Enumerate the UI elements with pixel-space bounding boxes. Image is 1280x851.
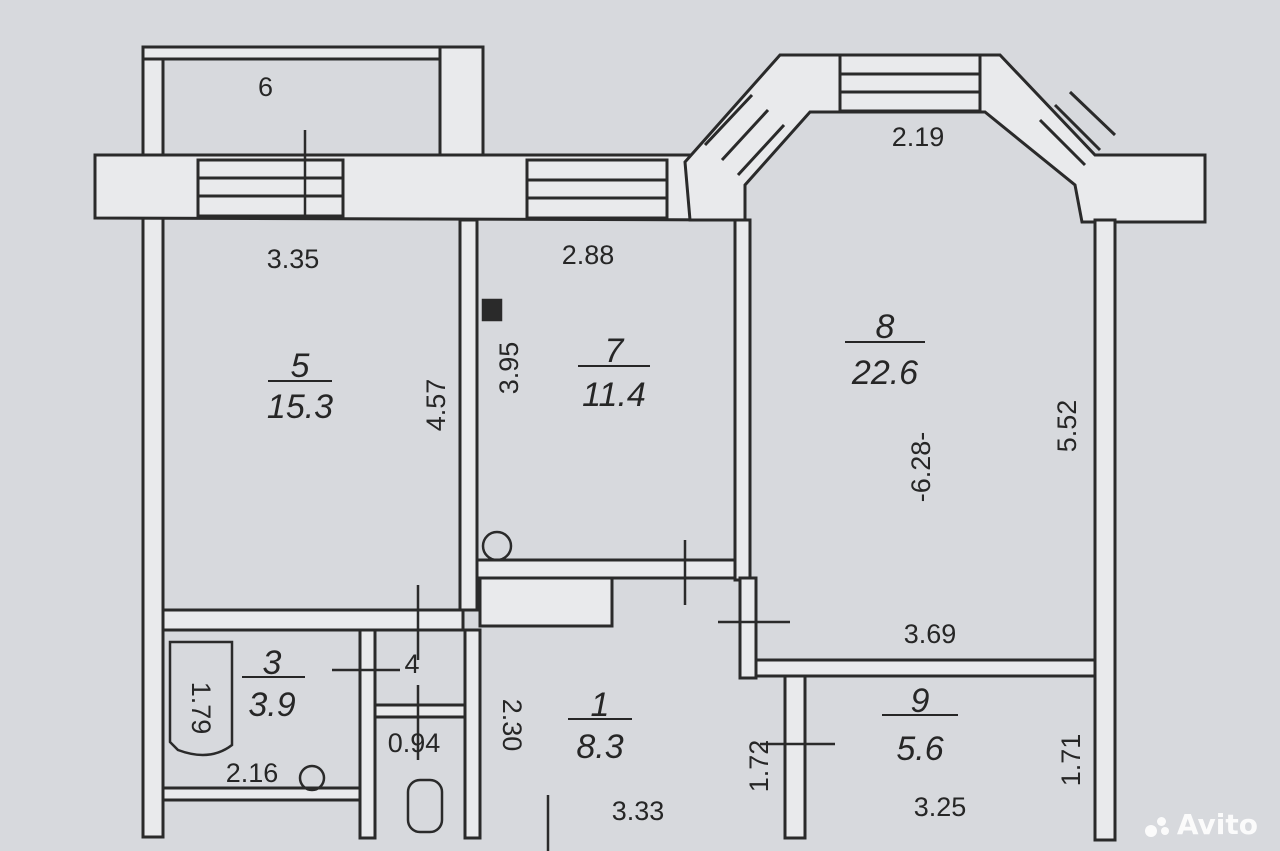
dim-6-28: -6.28-: [906, 432, 936, 503]
dim-3-95: 3.95: [494, 342, 524, 395]
room-7-number: 7: [605, 332, 625, 370]
room-3-number: 3: [263, 644, 282, 682]
avito-watermark: Avito: [1143, 808, 1258, 841]
dim-0-94: 0.94: [388, 728, 441, 758]
windows: [196, 53, 1117, 220]
dim-4-57: 4.57: [421, 379, 451, 432]
wall-wc-mid: [373, 703, 467, 719]
toilet: [406, 778, 444, 834]
wall-7-8: [733, 218, 752, 582]
room-9-number: 9: [911, 682, 930, 720]
window-room7: [525, 158, 669, 220]
window-room5: [196, 158, 345, 218]
wall-wc-right: [463, 628, 482, 840]
wall-5-bottom: [161, 608, 465, 632]
dim-3-35: 3.35: [267, 244, 320, 274]
wall-9-left: [783, 674, 807, 840]
wall-balcony-top: [141, 45, 485, 61]
dim-2-88: 2.88: [562, 240, 615, 270]
wall-5-7: [458, 218, 479, 612]
room-5-number: 5: [291, 347, 310, 385]
wall-corridor-box: [478, 576, 614, 628]
dim-5-52: 5.52: [1052, 400, 1082, 453]
dim-1-71: 1.71: [1056, 734, 1086, 787]
wall-bay: [683, 53, 1207, 224]
walls: [93, 45, 1207, 842]
dim-1-72: 1.72: [744, 740, 774, 793]
room-5-area: 15.3: [267, 388, 333, 426]
dim-3-69: 3.69: [904, 619, 957, 649]
room-1-number: 1: [591, 686, 610, 724]
wall-8-bottom: [748, 658, 1097, 678]
room-9-area: 5.6: [896, 730, 943, 768]
dim-2-30: 2.30: [497, 699, 527, 752]
room-3-area: 3.9: [248, 686, 295, 724]
wall-exterior-band: [93, 153, 747, 222]
wall-7-bottom: [475, 558, 737, 580]
dim-1-79: 1.79: [186, 682, 216, 735]
dim-3-33: 3.33: [612, 796, 665, 826]
dimension-labels: 3.35 2.88 2.19 3.69 2.16 0.94 3.33 3.25 …: [186, 122, 1086, 826]
avito-logo-icon: [1143, 815, 1173, 837]
wall-corridor-right: [738, 576, 758, 680]
door-marks: [303, 130, 835, 851]
room-1-area: 8.3: [576, 728, 623, 766]
wall-bath-right: [358, 628, 377, 840]
room-7-area: 11.4: [582, 376, 646, 414]
room-labels: 6 5 15.3 7 11.4 8 22.6 3 3.9 4 1 8.3 9 5…: [242, 72, 958, 768]
wall-right: [1093, 218, 1117, 842]
wall-bath-bottom: [161, 786, 362, 802]
wall-balcony-right: [438, 45, 485, 161]
balcony-label: 6: [258, 72, 273, 102]
window-bay-left: [703, 93, 786, 177]
dim-2-19: 2.19: [892, 122, 945, 152]
room-8-number: 8: [876, 308, 895, 346]
room-8-area: 22.6: [851, 354, 918, 392]
stove: [481, 530, 513, 562]
sink: [298, 764, 326, 792]
fixtures: [168, 298, 513, 834]
dim-3-25: 3.25: [914, 792, 967, 822]
window-bay-right: [1038, 90, 1117, 167]
dim-2-16: 2.16: [226, 758, 279, 788]
bathtub: [168, 640, 234, 757]
wc-label: 4: [404, 649, 419, 679]
vent-icon: [481, 298, 503, 322]
watermark-text: Avito: [1176, 808, 1258, 841]
window-bay-center: [838, 53, 982, 113]
